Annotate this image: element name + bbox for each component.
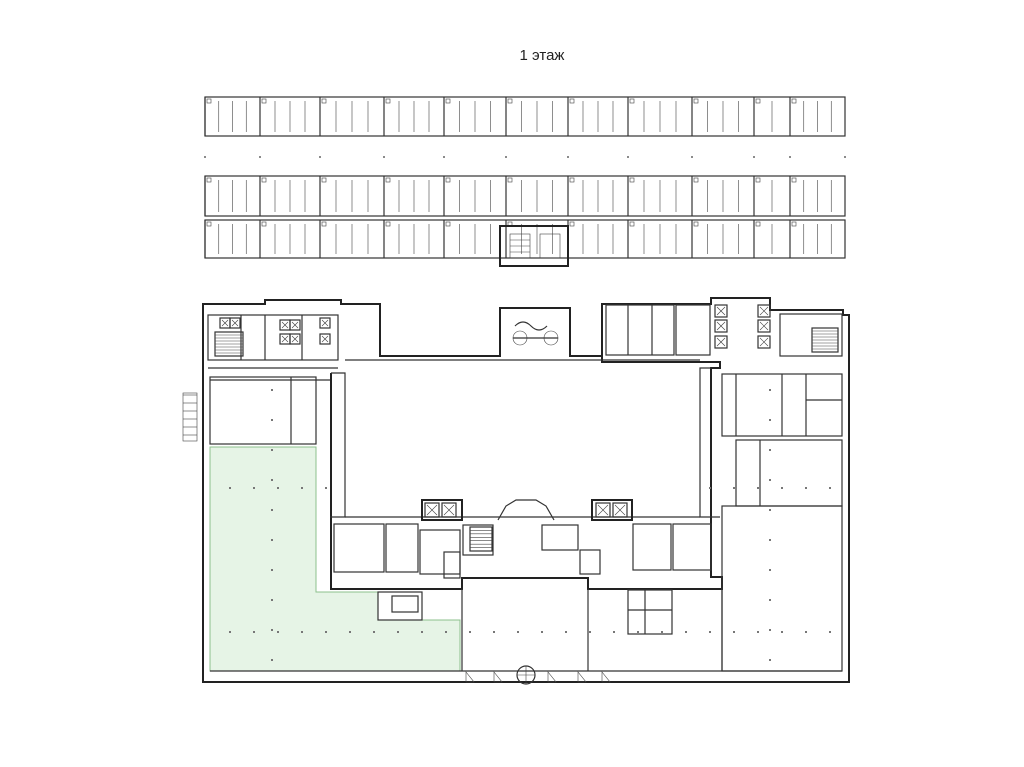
upper-row-1-bays xyxy=(204,97,832,136)
upper-block xyxy=(204,96,846,267)
upper-row-2-bays xyxy=(204,176,832,216)
highlighted-premises xyxy=(209,446,461,672)
courtyard-wall xyxy=(330,356,723,590)
upper-row-1-outline xyxy=(204,96,846,137)
upper-stair-block xyxy=(499,225,569,267)
main-building xyxy=(182,297,850,685)
floor-title: 1 этаж xyxy=(519,47,565,64)
upper-row-2-outline xyxy=(204,175,846,217)
outer-wall xyxy=(202,297,850,683)
